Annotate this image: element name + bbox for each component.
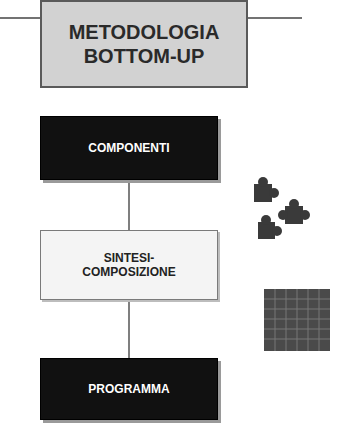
grid-icon — [264, 289, 330, 351]
connector-line — [128, 180, 130, 230]
puzzle-knob — [269, 188, 279, 198]
puzzle-knob — [278, 210, 288, 220]
grid-square — [264, 289, 330, 351]
puzzle-knob — [289, 199, 299, 209]
puzzle-knob — [272, 226, 282, 236]
puzzle-knob — [258, 177, 268, 187]
process-box: PROGRAMMA — [40, 358, 218, 420]
process-box: COMPONENTI — [40, 116, 218, 180]
box-label: SINTESI- COMPOSIZIONE — [69, 251, 189, 280]
puzzle-icon — [254, 177, 310, 239]
process-box: SINTESI- COMPOSIZIONE — [40, 230, 218, 300]
box-label: PROGRAMMA — [88, 382, 169, 396]
grid-lines — [264, 289, 330, 351]
box-label: COMPONENTI — [88, 141, 169, 155]
puzzle-knob — [300, 210, 310, 220]
box-label: METODOLOGIA BOTTOM-UP — [54, 20, 234, 68]
title-box: METODOLOGIA BOTTOM-UP — [40, 0, 248, 88]
puzzle-knob — [261, 215, 271, 225]
rule-line — [248, 17, 302, 19]
connector-line — [128, 300, 130, 358]
rule-line — [0, 17, 40, 19]
